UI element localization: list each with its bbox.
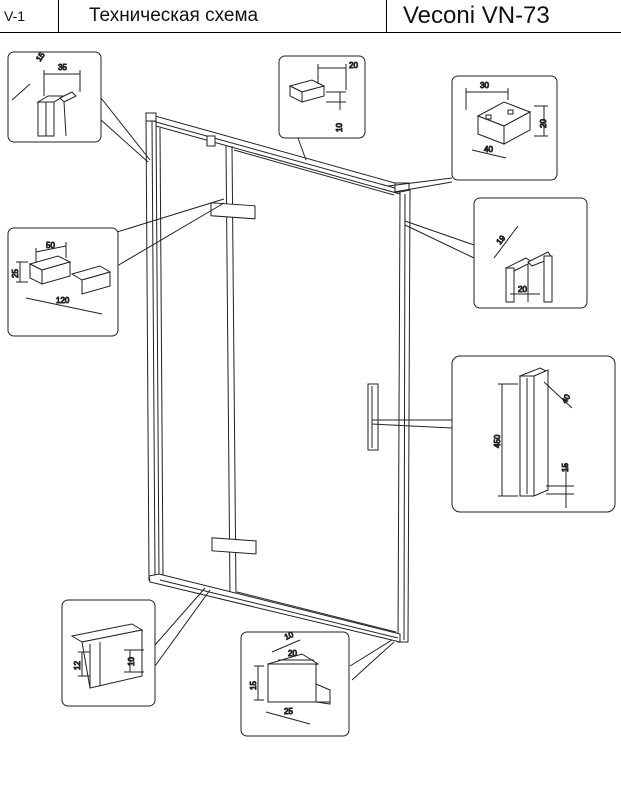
dim-text: 25 [11,269,20,278]
title-block: V-1 Техническая схема Veconi VN-73 [0,0,621,34]
corner-block-small [145,112,157,122]
sheet-code: V-1 [0,0,59,33]
dim-text: 120 [56,296,70,305]
dim-text: 30 [480,81,489,90]
dim-text: 15 [561,463,570,472]
callout-threshold: 10 20 15 25 [240,629,350,737]
right-side-profile [397,189,411,643]
dim-text: 50 [46,241,55,250]
door-handle [367,383,379,451]
callout-top-profile: 20 10 [278,55,366,139]
hinge-post [225,145,231,597]
dim-text: 20 [518,285,527,294]
leader-lines [100,97,475,681]
top-hinge-clamp [210,202,256,220]
dim-text: 20 [349,61,358,70]
dim-text: 40 [484,145,493,154]
callout-glass-clamp: 50 25 120 [7,227,119,337]
callout-wall-profile: 35 15 [7,50,102,143]
dim-text: 35 [58,63,67,72]
bottom-hinge-clamp [211,537,257,555]
model-name: Veconi VN-73 [387,0,621,33]
dim-text: 10 [127,657,136,666]
callout-corner-block: 30 20 40 [451,75,558,181]
dim-text: 12 [73,661,82,670]
callout-bottom-seal: 12 10 [61,599,156,707]
callout-handle: 450 40 15 [451,355,616,513]
dim-text: 25 [284,707,293,716]
dim-text: 450 [493,434,502,448]
dim-text: 20 [288,649,297,658]
sheet-title: Техническая схема [59,0,387,33]
dim-text: 15 [249,681,258,690]
dim-text: 20 [539,119,548,128]
callout-side-profile: 19 20 [473,197,588,309]
dim-text: 10 [335,123,344,132]
shower-door-assembly [145,112,411,643]
